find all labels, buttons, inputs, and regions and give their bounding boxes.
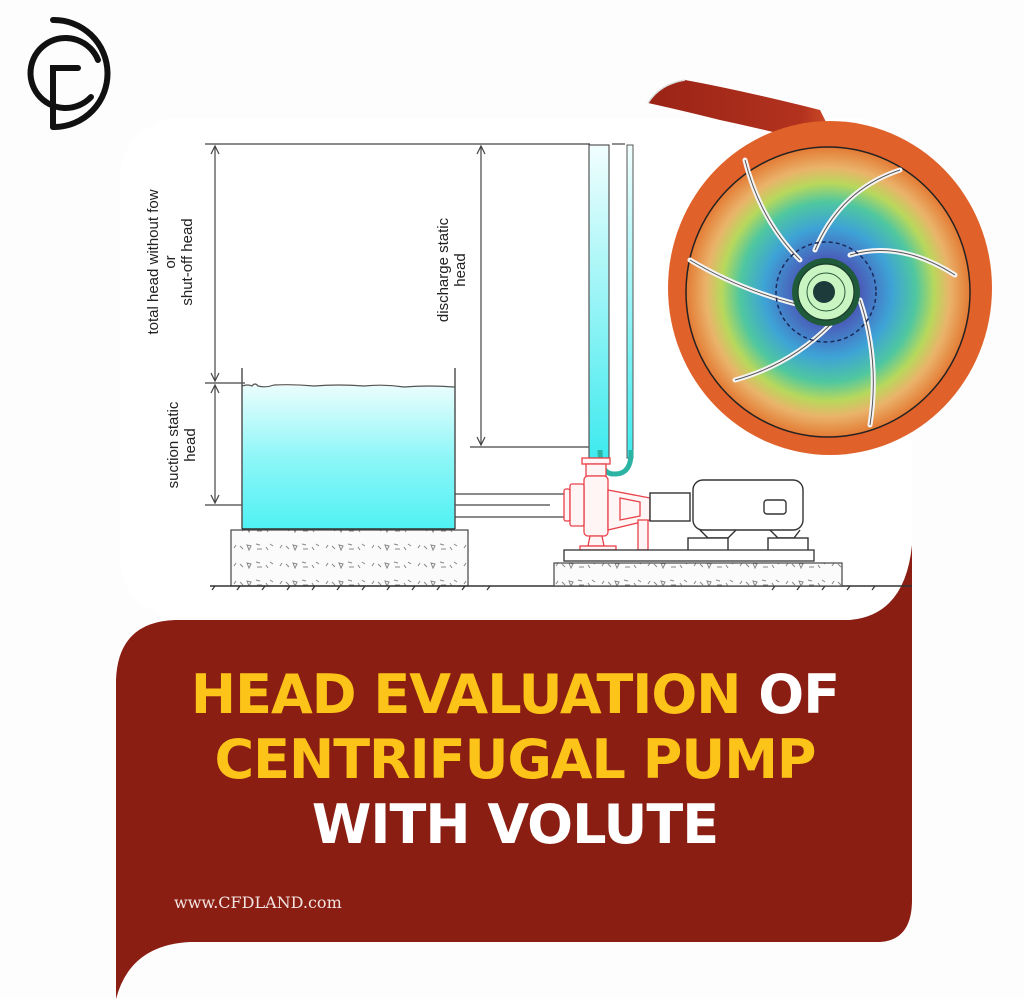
- tank-foundation: [230, 529, 469, 587]
- suction-static-head-label: suction static head: [165, 401, 199, 488]
- discharge-static-head-label: discharge static head: [435, 217, 469, 322]
- title-banner: [116, 545, 912, 999]
- cfdland-logo-icon: [27, 16, 111, 130]
- shaft-bore: [813, 281, 835, 303]
- suction-tank: [241, 368, 456, 530]
- website-link[interactable]: www.CFDLAND.com: [174, 893, 342, 912]
- title-highlight: HEAD EVALUATION: [190, 663, 742, 726]
- svg-text:or: or: [162, 255, 179, 268]
- title-line-3: WITH VOLUTE: [311, 793, 719, 856]
- svg-text:total head without fow: total head without fow: [145, 189, 162, 334]
- svg-text:head: head: [182, 428, 199, 461]
- page-title: HEAD EVALUATION OF CENTRIFUGAL PUMP WITH…: [120, 662, 910, 857]
- centrifugal-pump: [563, 457, 651, 551]
- svg-text:shut-off head: shut-off head: [179, 218, 196, 305]
- suction-pipe: [455, 493, 565, 518]
- title-of: OF: [740, 663, 840, 726]
- pump-baseplate: [563, 549, 815, 562]
- total-head-label: total head without fow or shut-off head: [145, 189, 196, 334]
- svg-text:discharge static: discharge static: [435, 217, 452, 322]
- discharge-pipe: [588, 143, 634, 477]
- cfd-volute-contour: [647, 79, 992, 455]
- svg-text:suction static: suction static: [165, 401, 182, 488]
- title-line-2: CENTRIFUGAL PUMP: [214, 728, 816, 791]
- svg-text:head: head: [452, 253, 469, 286]
- pump-foundation: [553, 562, 843, 587]
- electric-motor: [649, 479, 809, 553]
